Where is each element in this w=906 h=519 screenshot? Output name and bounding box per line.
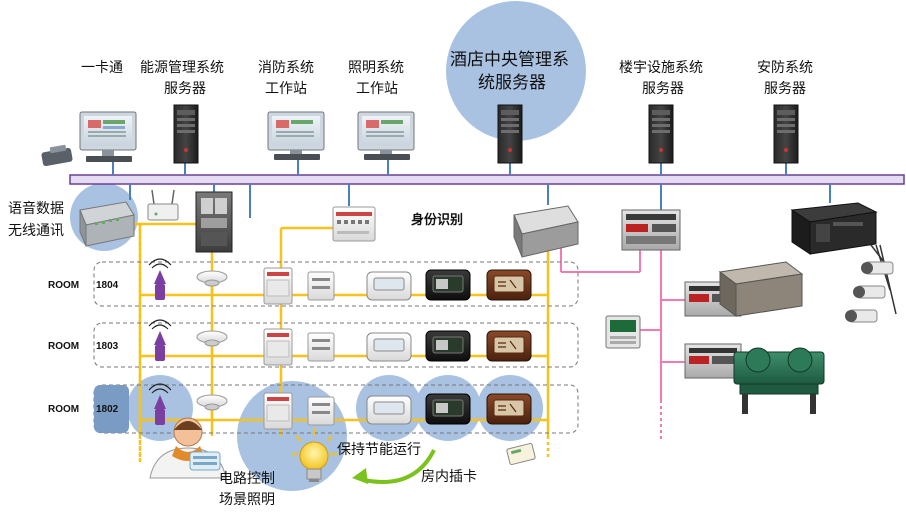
lighting-label-2: 工作站 [356, 81, 398, 97]
smoke-detector-icon [196, 394, 228, 411]
light-bulb-icon [291, 428, 337, 482]
fire-control-panel[interactable] [195, 191, 233, 253]
card-label: 一卡通 [81, 60, 123, 76]
card-switch-panel-brown[interactable] [486, 330, 532, 362]
thermostat-panel-black[interactable] [425, 393, 471, 425]
room-number: 1802 [96, 404, 119, 415]
air-handling-unit[interactable] [718, 261, 804, 317]
relay-module[interactable] [263, 267, 293, 305]
building-label-1: 楼宇设施系统 [619, 60, 703, 76]
thermostat-panel-white[interactable] [366, 395, 412, 425]
wireless-label-1: 语音数据 [8, 200, 64, 217]
energy-server-label-1: 能源管理系统 [140, 60, 224, 76]
network-bus [69, 174, 905, 185]
lighting-label-1: 照明系统 [348, 60, 404, 76]
room-label: ROOM [48, 341, 79, 352]
cctv-camera-icon[interactable] [853, 285, 886, 299]
room-labels: ROOM 1804 ROOM 1803 ROOM 1802 [48, 280, 119, 415]
room-io-module[interactable] [307, 332, 335, 362]
nvr-rack-unit[interactable] [790, 202, 878, 255]
thermostat-panel-white[interactable] [366, 332, 412, 362]
guest-person-icon [149, 417, 227, 479]
cctv-camera-icon[interactable] [861, 261, 894, 275]
identity-card-reader[interactable] [513, 205, 579, 258]
din-controller-module[interactable] [332, 206, 376, 242]
water-chiller[interactable] [733, 347, 825, 414]
fire-workstation[interactable] [267, 111, 325, 160]
identity-label: 身份识别 [411, 212, 463, 228]
hotel-server-highlight [446, 1, 586, 141]
smoke-detector-icon [196, 330, 228, 347]
energy-server-tower[interactable] [173, 104, 199, 164]
building-label-2: 服务器 [642, 81, 684, 97]
bus-drops [112, 158, 831, 218]
wifi-router[interactable] [147, 189, 179, 221]
hvac-controller[interactable] [621, 209, 681, 251]
wireless-gateway[interactable] [79, 201, 135, 247]
security-cameras [870, 244, 897, 315]
card-workstation[interactable] [41, 111, 137, 167]
security-server-tower[interactable] [773, 104, 799, 164]
room-io-module[interactable] [307, 396, 335, 426]
cctv-camera-icon[interactable] [845, 309, 878, 323]
pink-wiring [560, 238, 685, 440]
room-access-point-icon [148, 258, 172, 300]
security-label-2: 服务器 [764, 81, 806, 97]
room1802-number-badge [94, 385, 129, 433]
energy-meter[interactable] [605, 315, 641, 349]
relay-module[interactable] [263, 328, 293, 366]
security-label-1: 安防系统 [757, 60, 813, 76]
fire-label-1: 消防系统 [258, 60, 314, 76]
thermostat-panel-black[interactable] [425, 330, 471, 362]
building-server-tower[interactable] [648, 104, 674, 164]
room-io-module[interactable] [307, 271, 335, 301]
room-label: ROOM [48, 404, 79, 415]
energy-saving-label: 保持节能运行 [337, 442, 421, 458]
energy-server-label-2: 服务器 [164, 81, 206, 97]
card-insert-label: 房内插卡 [421, 469, 477, 485]
key-card-icon [506, 443, 536, 465]
thermostat-panel-black[interactable] [425, 269, 471, 301]
lighting-workstation[interactable] [357, 111, 415, 160]
circuit-label-1: 电路控制 [219, 471, 275, 487]
card-switch-panel-brown[interactable] [486, 393, 532, 425]
room-access-point-icon [148, 319, 172, 361]
wireless-label-2: 无线通讯 [8, 223, 64, 239]
hotel-server-label-1: 酒店中央管理系 [450, 50, 569, 70]
room-frames [93, 261, 579, 434]
hotel-server-tower[interactable] [497, 104, 523, 164]
card-switch-panel-brown[interactable] [486, 269, 532, 301]
ddc-controller[interactable] [684, 343, 742, 379]
relay-module[interactable] [263, 392, 293, 430]
thermostat-panel-white[interactable] [366, 271, 412, 301]
fire-label-2: 工作站 [265, 81, 307, 97]
room-number: 1803 [96, 341, 119, 352]
room-label: ROOM [48, 280, 79, 291]
smoke-detector-icon [196, 270, 228, 287]
circuit-label-2: 场景照明 [219, 492, 275, 508]
hotel-server-label-2: 统服务器 [478, 73, 546, 93]
curved-arrow-icon [352, 449, 436, 484]
room-access-point-icon [148, 383, 172, 425]
room-number: 1804 [96, 280, 119, 291]
